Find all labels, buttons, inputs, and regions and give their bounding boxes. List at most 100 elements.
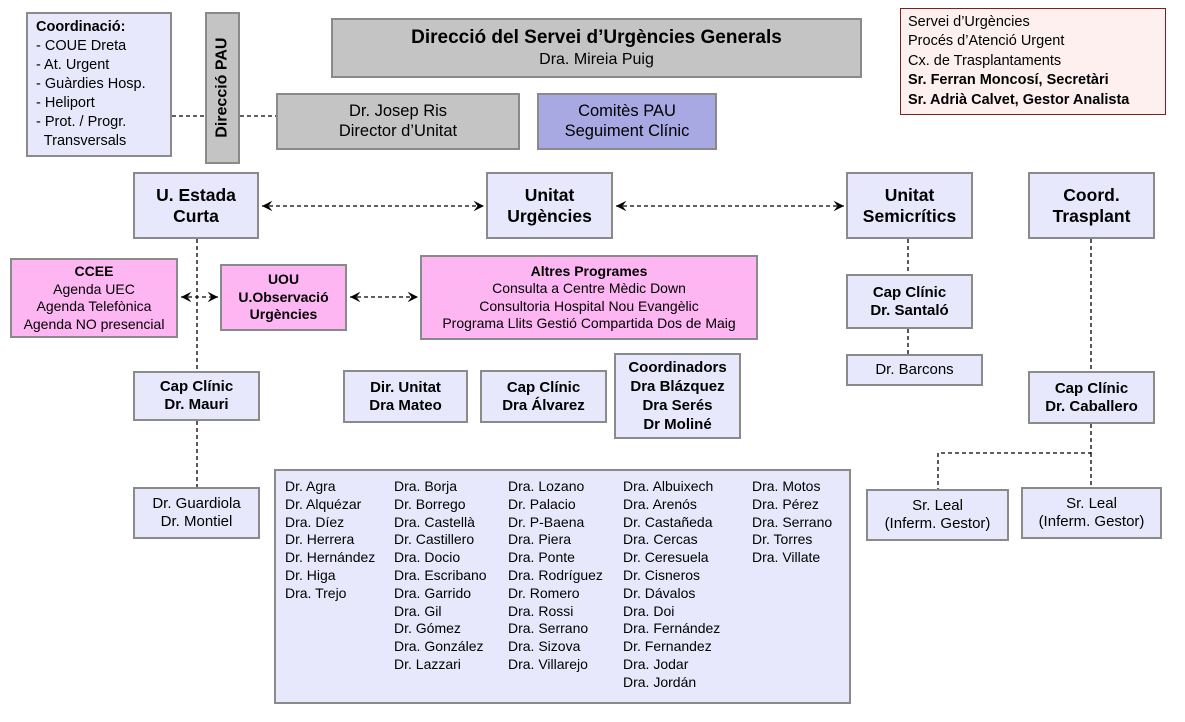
role-label: Cap Clínic xyxy=(1054,379,1129,397)
staff-name: Dra. Trejo xyxy=(285,584,347,601)
uou-line: Urgències xyxy=(249,306,318,323)
ccee-item: Agenda UEC xyxy=(53,280,135,297)
person-name: Sr. Leal xyxy=(912,497,963,514)
person-name: Dr. Montiel xyxy=(160,513,233,530)
coordinacio-box: Coordinació: - COUE Dreta - At. Urgent -… xyxy=(26,12,172,157)
ccee-box: CCEE Agenda UEC Agenda Telefònica Agenda… xyxy=(10,258,178,338)
staff-name: Dra. Doi xyxy=(623,602,675,619)
coordinacio-item: - Heliport xyxy=(36,95,95,111)
direccio-pau-box: Direcció PAU xyxy=(205,12,240,164)
staff-name: Dra. Díez xyxy=(285,513,345,530)
role-label: (Inferm. Gestor) xyxy=(1038,513,1145,530)
staff-name: Dra. Jordán xyxy=(623,673,697,690)
staff-name: Dra. Serrano xyxy=(752,513,833,530)
staff-name: Dr. Gómez xyxy=(394,620,461,637)
director-unitat-box: Dr. Josep Ris Director d’Unitat xyxy=(276,93,520,150)
unit-label: U. Estada xyxy=(156,184,236,205)
staff-name: Dr. P-Baena xyxy=(508,513,585,530)
person-name: Dr. Caballero xyxy=(1045,397,1138,415)
staff-name: Dr. Romero xyxy=(508,584,580,601)
staff-name: Dra. Escribano xyxy=(394,566,487,583)
role-label: Dir. Unitat xyxy=(370,378,441,396)
staff-name: Dr. Palacio xyxy=(508,495,576,512)
staff-name: Dra. Serrano xyxy=(508,620,589,637)
uou-box: UOU U.Observació Urgències xyxy=(220,264,347,331)
person-name: Dra Mateo xyxy=(369,396,442,414)
unit-label: Urgències xyxy=(507,205,592,226)
staff-name: Dr. Herrera xyxy=(285,531,355,548)
person-name: Dr Moliné xyxy=(643,416,712,433)
leal-box-2: Sr. Leal(Inferm. Gestor) xyxy=(1021,487,1162,539)
staff-name: Dra. Gil xyxy=(394,602,442,619)
staff-name: Dr. Torres xyxy=(752,531,813,548)
staff-name: Dra. Castellà xyxy=(394,513,475,530)
staff-name: Dra. Villarejo xyxy=(508,655,588,672)
staff-name: Dra. Borja xyxy=(394,478,458,494)
person-name: Dra Blázquez xyxy=(630,378,725,395)
ccee-title: CCEE xyxy=(74,263,114,279)
person-name: Dr. Guardiola xyxy=(152,495,241,512)
unit-label: Unitat xyxy=(524,184,575,205)
ccee-item: Agenda Telefònica xyxy=(36,298,152,314)
direccio-pau-label: Direcció PAU xyxy=(213,37,231,139)
role-label: Coordinadors xyxy=(628,359,727,376)
connector-caballero-leal1 xyxy=(937,424,1092,489)
unit-trasplant: Coord.Trasplant xyxy=(1028,172,1155,239)
altres-item: Consultoria Hospital Nou Evangèlic xyxy=(479,297,699,314)
ccee-item: Agenda NO presencial xyxy=(23,315,165,332)
director-name: Dr. Josep Ris xyxy=(348,101,448,120)
staff-name: Dr. Cisneros xyxy=(623,566,701,583)
uou-line: UOU xyxy=(267,271,300,288)
staff-name: Dr. Higa xyxy=(285,566,336,583)
staff-name: Dra. Rossi xyxy=(508,602,574,619)
staff-name: Dra. Albuixech xyxy=(623,478,714,494)
secretaria-line: Servei d’Urgències xyxy=(908,13,1030,30)
comites-box: Comitès PAU Seguiment Clínic xyxy=(537,93,717,150)
coordinacio-title: Coordinació: xyxy=(36,19,126,35)
secretaria-box: Servei d’Urgències Procés d’Atenció Urge… xyxy=(900,8,1166,115)
unit-label: Curta xyxy=(173,205,219,226)
direccio-name: Dra. Mireia Puig xyxy=(539,50,654,68)
coordinacio-item: Transversals xyxy=(36,133,127,149)
staff-name: Dr. Borrego xyxy=(394,495,466,512)
person-name: Dr. Santaló xyxy=(870,301,949,319)
person-name: Dr. Barcons xyxy=(875,361,954,378)
unit-label: Coord. xyxy=(1063,184,1120,205)
coordinadors-box: Coordinadors Dra Blázquez Dra Serés Dr M… xyxy=(614,353,741,439)
altres-programes-box: Altres Programes Consulta a Centre Mèdic… xyxy=(420,255,758,340)
leal-box-1: Sr. Leal(Inferm. Gestor) xyxy=(866,489,1009,541)
staff-name: Dra. Piera xyxy=(508,531,572,548)
direccio-box: Direcció del Servei d’Urgències Generals… xyxy=(331,18,862,78)
coordinacio-item: - COUE Dreta xyxy=(36,38,127,54)
person-name: Sr. Leal xyxy=(1066,495,1117,512)
staff-name: Dra. Villate xyxy=(752,549,821,566)
secretaria-line: Cx. de Trasplantaments xyxy=(908,52,1062,69)
staff-name: Dra. Jodar xyxy=(623,655,689,672)
altres-title: Altres Programes xyxy=(530,262,648,279)
director-role: Director d’Unitat xyxy=(338,121,458,140)
staff-name: Dra. Fernández xyxy=(623,620,721,637)
staff-name: Dra. Cercas xyxy=(623,531,698,548)
staff-name: Dr. Ceresuela xyxy=(623,549,709,566)
comites-line: Seguiment Clínic xyxy=(564,121,690,140)
staff-name: Dra. Rodríguez xyxy=(508,566,603,583)
comites-line: Comitès PAU xyxy=(578,101,676,120)
staff-name: Dra. Motos xyxy=(752,478,821,494)
uou-line: U.Observació xyxy=(238,288,329,305)
staff-name: Dr. Castañeda xyxy=(623,513,713,530)
staff-name: Dra. Pérez xyxy=(752,495,819,512)
staff-name: Dr. Castillero xyxy=(394,531,475,548)
person-name: Dra Serés xyxy=(642,397,713,414)
